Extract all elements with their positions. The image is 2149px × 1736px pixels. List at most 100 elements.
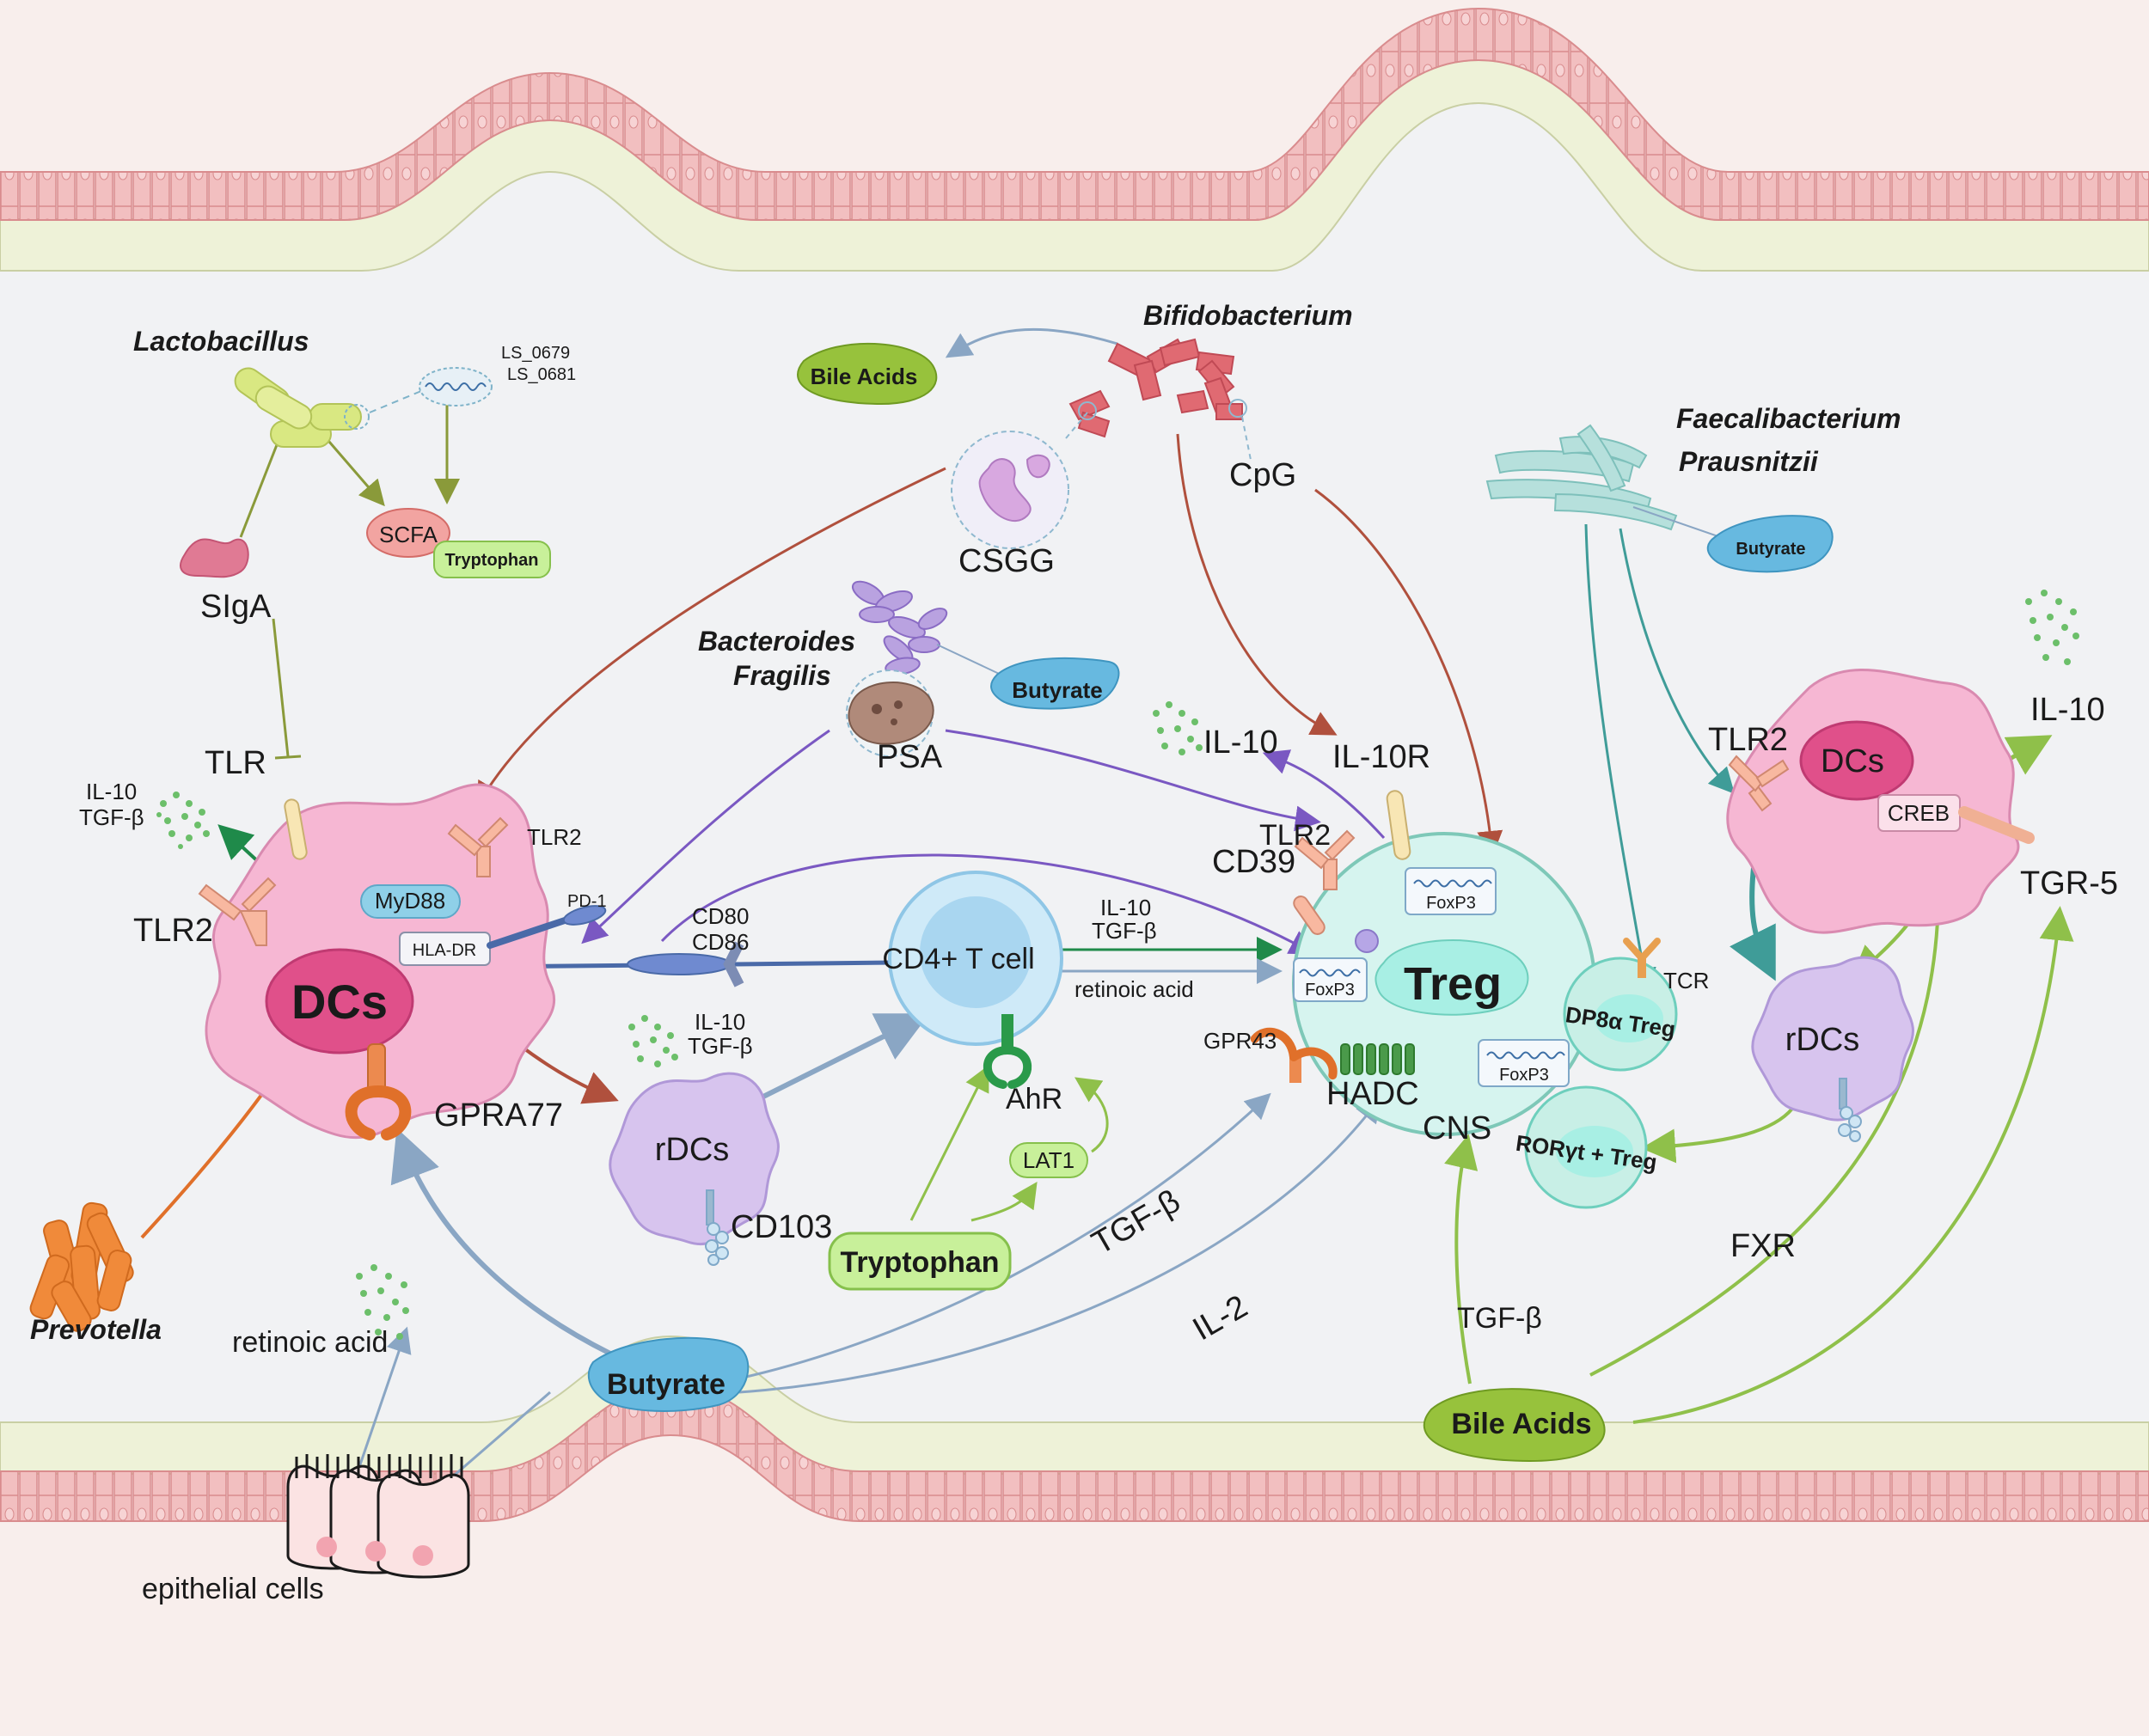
svg-text:Butyrate: Butyrate xyxy=(1736,540,1805,559)
tlr-receptor-icon xyxy=(284,798,308,860)
cd39-label: CD39 xyxy=(1212,844,1295,880)
tcr-receptor-icon xyxy=(1623,938,1661,978)
psa-icon xyxy=(846,669,934,757)
psa-label: PSA xyxy=(877,739,943,775)
dc-right-label: DCs xyxy=(1821,743,1884,779)
il10-arrow-label: IL-10 xyxy=(1100,895,1151,920)
cd103-receptor-icon xyxy=(705,1189,729,1266)
gpr43-receptor-icon xyxy=(1250,1027,1338,1083)
svg-text:Butyrate: Butyrate xyxy=(607,1368,726,1401)
butyrate-faecali-badge: Butyrate xyxy=(1706,515,1834,573)
svg-text:CREB: CREB xyxy=(1888,800,1950,826)
gpra77-label: GPRA77 xyxy=(434,1097,563,1134)
gpr43-label: GPR43 xyxy=(1203,1028,1277,1054)
il10-right-label: IL-10 xyxy=(2030,692,2105,728)
svg-text:CD4+ T cell: CD4+ T cell xyxy=(882,943,1034,975)
il10-top-label: IL-10 xyxy=(1203,724,1278,761)
pd1-label: PD-1 xyxy=(567,892,607,911)
ahr-label: AhR xyxy=(1006,1083,1062,1116)
svg-text:Bile Acids: Bile Acids xyxy=(1451,1408,1591,1440)
ls0681-label: LS_0681 xyxy=(507,365,576,384)
tryptophan-small-badge: Tryptophan xyxy=(433,541,551,578)
dc-main-label: DCs xyxy=(291,975,388,1029)
bacteroides-label-1: Bacteroides xyxy=(698,626,855,657)
epithelium-bottom xyxy=(0,1384,2149,1522)
svg-text:Butyrate: Butyrate xyxy=(1012,677,1102,703)
csgg-icon xyxy=(951,401,1097,549)
tlr2-dc-label: TLR2 xyxy=(527,824,582,850)
cd86-label: CD86 xyxy=(692,929,749,955)
il10-rdc-label: IL-10 xyxy=(695,1009,745,1035)
tlr2-treg-receptor-icon xyxy=(1294,829,1356,890)
tlr2-dc-receptor-icon xyxy=(447,816,509,877)
tryptophan-main-badge: Tryptophan xyxy=(828,1232,1012,1291)
prevotella-cluster xyxy=(29,1201,134,1332)
foxp3-box-2: FoxP3 xyxy=(1293,957,1368,1002)
hadc-label: HADC xyxy=(1326,1076,1419,1112)
svg-text:Treg: Treg xyxy=(1404,958,1502,1010)
ls0679-label: LS_0679 xyxy=(501,344,570,363)
cd39-receptor-icon xyxy=(1293,896,1326,935)
epithelial-cells-icon xyxy=(286,1454,470,1579)
svg-text:Tryptophan: Tryptophan xyxy=(445,551,539,570)
cd80-receptor-icon xyxy=(627,941,744,987)
svg-text:Bile Acids: Bile Acids xyxy=(811,364,918,389)
butyrate-bacteroides-badge: Butyrate xyxy=(990,657,1120,710)
cns-label: CNS xyxy=(1423,1110,1491,1146)
bacteroides-cluster xyxy=(851,580,948,675)
tlr2-left-label: TLR2 xyxy=(133,913,213,949)
faecali-label-1: Faecalibacterium xyxy=(1676,403,1901,434)
cytokine-dots-rdc xyxy=(628,1015,678,1067)
roryt-treg-cell: RORγt + Treg xyxy=(1515,1085,1659,1209)
pd1-receptor-icon xyxy=(487,905,607,949)
svg-text:FoxP3: FoxP3 xyxy=(1499,1066,1549,1085)
foxp3-box-1: FoxP3 xyxy=(1405,867,1497,915)
cytokine-dots-dc xyxy=(156,792,210,849)
lactobacillus-label: Lactobacillus xyxy=(133,326,309,357)
rdc-cell-right xyxy=(1751,956,1914,1122)
cpg-link xyxy=(1241,416,1252,461)
retinoic-dots-bottom xyxy=(356,1264,409,1340)
prevotella-label: Prevotella xyxy=(30,1314,162,1345)
tgfb-dc-label: TGF-β xyxy=(79,804,144,830)
siga-label: SIgA xyxy=(200,589,272,625)
tgr5-label: TGR-5 xyxy=(2020,865,2118,902)
gpra77-receptor-icon xyxy=(345,1043,412,1140)
epithelial-cells-label: epithelial cells xyxy=(142,1573,324,1605)
svg-text:FoxP3: FoxP3 xyxy=(1305,981,1355,999)
hadc-icon xyxy=(1340,1043,1415,1075)
retinoic-arrow-label: retinoic acid xyxy=(1074,976,1194,1002)
il10r-label: IL-10R xyxy=(1332,739,1430,775)
tlr2-left-receptor-icon xyxy=(198,877,277,946)
faecalibacterium-cluster xyxy=(1485,424,1678,531)
treg-vesicle xyxy=(1355,929,1379,953)
svg-text:MyD88: MyD88 xyxy=(375,888,445,914)
svg-text:SCFA: SCFA xyxy=(379,522,438,547)
rdc-cell-left xyxy=(609,1072,780,1246)
cd103-right-receptor-icon xyxy=(1838,1078,1862,1142)
ahr-receptor-icon xyxy=(983,1014,1032,1089)
tgfb-arrow-label: TGF-β xyxy=(1092,918,1157,944)
epithelium-top xyxy=(0,7,2149,221)
cd4-t-cell: CD4+ T cell xyxy=(882,871,1063,1046)
lactobacillus-cluster xyxy=(234,367,493,448)
tlr-label: TLR xyxy=(205,745,266,781)
cd80-label: CD80 xyxy=(692,903,749,929)
bacteroides-label-2: Fragilis xyxy=(733,660,831,691)
cpg-label: CpG xyxy=(1229,457,1296,493)
cytokine-dots-treg xyxy=(1153,701,1203,755)
foxp3-box-3: FoxP3 xyxy=(1478,1039,1570,1087)
creb-badge: CREB xyxy=(1877,794,1961,832)
lat1-badge: LAT1 xyxy=(1009,1142,1088,1178)
tgfb-bottom-label: TGF-β xyxy=(1457,1302,1542,1335)
dc-nucleus xyxy=(265,948,414,1054)
svg-text:LAT1: LAT1 xyxy=(1023,1147,1074,1173)
bile-acids-bottom-badge: Bile Acids xyxy=(1423,1388,1606,1463)
butyrate-main-badge: Butyrate xyxy=(587,1336,750,1412)
tlr2-treg-label: TLR2 xyxy=(1259,819,1331,852)
fxr-label: FXR xyxy=(1730,1228,1796,1264)
cd103-label: CD103 xyxy=(731,1209,832,1245)
bifidobacterium-label: Bifidobacterium xyxy=(1143,300,1353,331)
tlr2-right-label: TLR2 xyxy=(1708,722,1788,758)
